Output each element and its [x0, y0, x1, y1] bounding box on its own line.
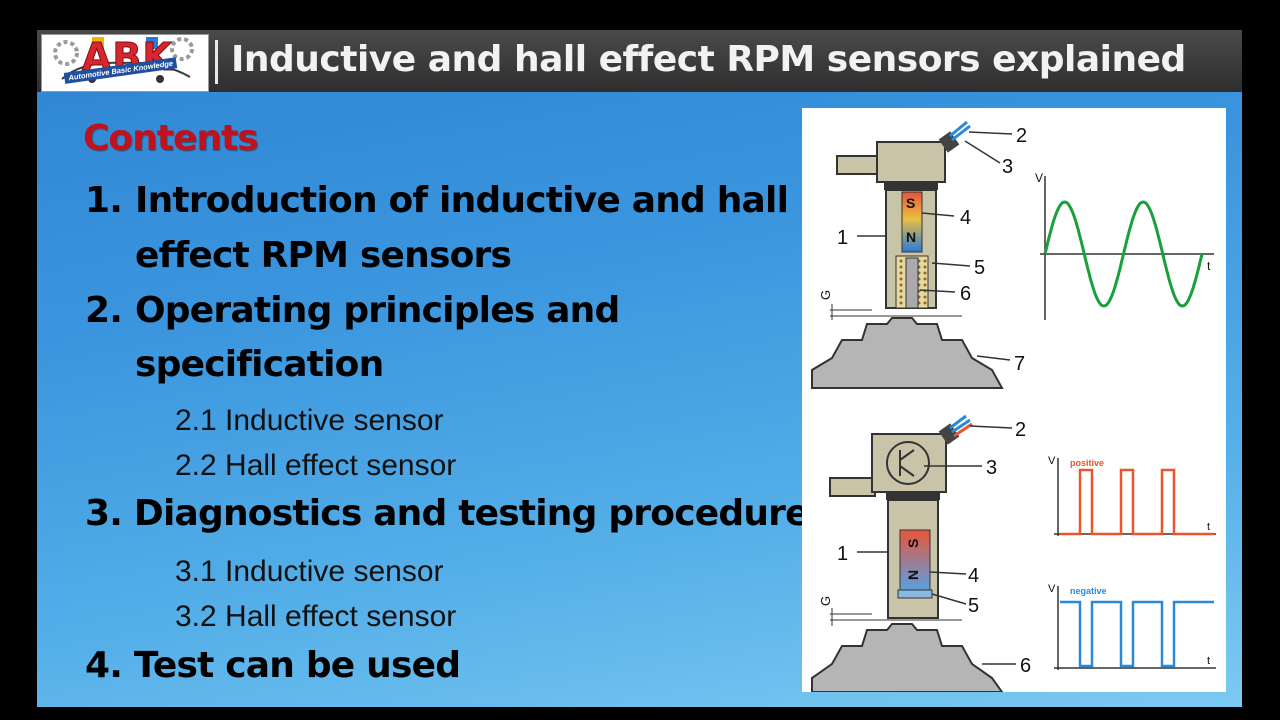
sensor-figure: 2 3 4 1 5 6 7 G S N V t [802, 108, 1226, 692]
item-4: 4. Test can be used [85, 645, 461, 686]
item-2-line2: specification [135, 344, 384, 385]
callout-h4: 4 [968, 565, 979, 587]
callout-h6: 6 [1020, 655, 1031, 677]
item-2-line1: Operating principles and [135, 290, 620, 331]
logo: ABK Automotive Basic Knowledge [41, 34, 209, 92]
axis-v-2: V [1048, 455, 1056, 467]
positive-square-wave-chart: V positive t [1048, 455, 1216, 536]
hall-sensor-diagram [811, 414, 1016, 692]
magnet-s-2: S [905, 539, 921, 548]
gap-label-1: G [818, 290, 833, 300]
magnet-s-1: S [906, 195, 915, 211]
callout-7: 7 [1014, 353, 1025, 375]
slide-title: Inductive and hall effect RPM sensors ex… [231, 39, 1186, 80]
callout-h1: 1 [837, 543, 848, 565]
negative-label: negative [1070, 586, 1107, 596]
callout-6: 6 [960, 283, 971, 305]
hall-callouts: 2 3 1 4 5 6 G S N [818, 419, 1031, 677]
axis-t-1: t [1207, 259, 1211, 273]
item-3-1: 3.1 Inductive sensor [175, 555, 444, 588]
callout-5: 5 [974, 257, 985, 279]
title-bar: ABK Automotive Basic Knowledge Inductive… [37, 30, 1242, 92]
callout-3: 3 [1002, 156, 1013, 178]
callout-h3: 3 [986, 457, 997, 479]
axis-t-2: t [1207, 521, 1210, 533]
magnet-n-2: N [905, 570, 921, 580]
contents-heading: Contents [83, 118, 259, 159]
callout-h2: 2 [1015, 419, 1026, 441]
callout-2: 2 [1016, 125, 1027, 147]
item-3-2: 3.2 Hall effect sensor [175, 600, 457, 633]
axis-v-1: V [1035, 171, 1043, 185]
item-2-1: 2.1 Inductive sensor [175, 404, 444, 437]
slide: ABK Automotive Basic Knowledge Inductive… [37, 30, 1242, 707]
callout-1: 1 [837, 227, 848, 249]
item-1-line1: Introduction of inductive and hall [135, 180, 789, 221]
callout-h5: 5 [968, 595, 979, 617]
inductive-callouts: 2 3 4 1 5 6 7 G S N [818, 125, 1027, 375]
item-2-2: 2.2 Hall effect sensor [175, 449, 457, 482]
item-2-number: 2. [85, 290, 123, 331]
inductive-sensor-diagram [811, 120, 1013, 389]
callout-4: 4 [960, 207, 971, 229]
item-3: 3. Diagnostics and testing procedures [85, 493, 830, 534]
negative-square-wave-chart: V negative t [1048, 583, 1216, 670]
item-1-line2: effect RPM sensors [135, 235, 512, 276]
magnet-n-1: N [906, 229, 916, 245]
sine-wave-chart: V t [1035, 171, 1214, 320]
title-divider [215, 40, 218, 84]
axis-v-3: V [1048, 583, 1056, 595]
gap-label-2: G [818, 596, 833, 606]
positive-label: positive [1070, 458, 1104, 468]
axis-t-3: t [1207, 655, 1210, 667]
item-1-number: 1. [85, 180, 123, 221]
